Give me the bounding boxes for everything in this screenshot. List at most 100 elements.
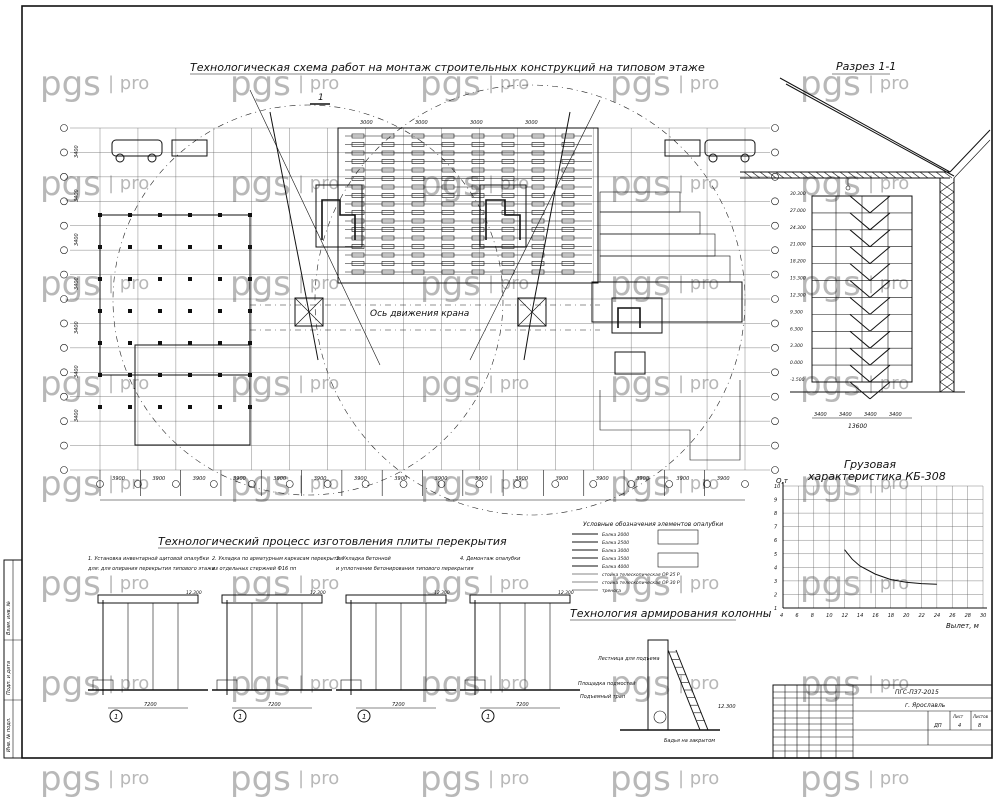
watermark-brand: pgs bbox=[800, 464, 861, 504]
top-dim: 3000 bbox=[415, 120, 428, 126]
watermark-suffix: | pro bbox=[298, 273, 339, 294]
crane-chart-xtick: 24 bbox=[934, 613, 940, 619]
vert-dim: 3400 bbox=[74, 145, 80, 158]
slab-step-title: 2. Укладка по арматурным каркасам перекр… bbox=[212, 556, 343, 562]
watermark-brand: pgs bbox=[40, 464, 101, 504]
watermark-suffix: | pro bbox=[678, 273, 719, 294]
crane-chart-ytick: 5 bbox=[774, 552, 777, 558]
watermark-suffix: | pro bbox=[678, 673, 719, 694]
left-frame-area bbox=[99, 214, 251, 376]
vert-dim: 3400 bbox=[74, 233, 80, 246]
watermark-brand: pgs bbox=[610, 164, 671, 204]
section-level: 21.000 bbox=[790, 242, 806, 248]
plan-bottom-dim: 3900 bbox=[314, 476, 327, 482]
column-level: 12.300 bbox=[718, 704, 736, 710]
watermark-suffix: | pro bbox=[488, 473, 529, 494]
watermark-suffix: | pro bbox=[298, 473, 339, 494]
slab-step-title: 3. Укладка бетонной bbox=[336, 556, 392, 562]
watermark-suffix: | pro bbox=[488, 768, 529, 789]
section-levels: 30.30027.00024.30021.00018.20015.30012.3… bbox=[790, 191, 806, 383]
watermark-suffix: | pro bbox=[488, 173, 529, 194]
plan-bottom-dim: 3900 bbox=[112, 476, 125, 482]
column-label-1: Лестница для подъема bbox=[597, 656, 660, 662]
legend-item: стойка телескопическая ОР 25 Р bbox=[602, 572, 680, 578]
stamp-sheets: 8 bbox=[978, 723, 981, 729]
column-label-2: Площадка подмостей bbox=[578, 681, 636, 687]
plan-bottom-dim: 3900 bbox=[394, 476, 407, 482]
watermark-suffix: | pro bbox=[488, 73, 529, 94]
crane-chart-ytick: 7 bbox=[774, 525, 778, 531]
legend-item: Балка 2500 bbox=[602, 540, 629, 546]
stamp-sheet: 4 bbox=[958, 723, 961, 729]
plan-bottom-dim: 3900 bbox=[556, 476, 569, 482]
crane-chart-xtick: 16 bbox=[872, 613, 878, 619]
watermark-brand: pgs bbox=[800, 564, 861, 604]
watermark-suffix: | pro bbox=[678, 573, 719, 594]
crane-chart-xtick: 22 bbox=[918, 613, 924, 619]
watermark-suffix: | pro bbox=[108, 673, 149, 694]
watermark-brand: pgs bbox=[420, 464, 481, 504]
section-level: 12.300 bbox=[790, 292, 806, 298]
top-dim: 3000 bbox=[360, 120, 373, 126]
side-label-2: Подп. и дата bbox=[6, 661, 12, 695]
slab-step-level: 12.300 bbox=[434, 590, 450, 596]
section-level: 18.200 bbox=[790, 259, 806, 265]
watermark-grid: pgs | pro pgs | pro pgs | pro pgs | pro pgs | pro… bbox=[40, 64, 909, 799]
stamp-sheet-label: Лист bbox=[952, 714, 964, 719]
crane-chart-ytick: 1 bbox=[774, 606, 777, 612]
watermark-suffix: | pro bbox=[678, 473, 719, 494]
crane-chart-xtick: 8 bbox=[811, 613, 814, 619]
plan-title: Технологическая схема работ на монтаж ст… bbox=[190, 61, 705, 74]
vehicle-left bbox=[111, 139, 208, 163]
legend-item: Балка 2000 bbox=[602, 532, 629, 538]
crane-chart-xtick: 6 bbox=[795, 613, 798, 619]
watermark-brand: pgs bbox=[40, 164, 101, 204]
slab-step-axis: 1 bbox=[114, 713, 118, 721]
section-level: 15.300 bbox=[790, 276, 806, 282]
watermark-brand: pgs bbox=[610, 64, 671, 104]
watermark-suffix: | pro bbox=[678, 373, 719, 394]
watermark-suffix: | pro bbox=[108, 173, 149, 194]
crane-chart-title-1: Грузовая bbox=[844, 458, 896, 471]
storage-area bbox=[591, 191, 743, 461]
watermark-brand: pgs bbox=[800, 364, 861, 404]
watermark-brand: pgs bbox=[40, 264, 101, 304]
column-label-4: Бадья на закрытом bbox=[664, 738, 715, 744]
watermark-brand: pgs bbox=[610, 664, 671, 704]
watermark-brand: pgs bbox=[230, 264, 291, 304]
watermark-brand: pgs bbox=[610, 264, 671, 304]
column-diagram bbox=[620, 639, 720, 731]
section-level: -1.500 bbox=[790, 377, 805, 383]
plan-bottom-dim: 3900 bbox=[717, 476, 730, 482]
watermark-brand: pgs bbox=[40, 564, 101, 604]
crane-chart-xtick: 14 bbox=[857, 613, 863, 619]
watermark-suffix: | pro bbox=[488, 673, 529, 694]
stair-block-left bbox=[315, 184, 363, 248]
legend-item: стойка телескопическая ОР 30 Р bbox=[602, 580, 680, 586]
crane-chart-ytick: 2 bbox=[774, 592, 777, 598]
crane-chart-xtick: 28 bbox=[965, 613, 971, 619]
section-level: 30.300 bbox=[790, 191, 806, 197]
section-level: 6.300 bbox=[790, 326, 803, 332]
slab-step-level: 12.300 bbox=[558, 590, 574, 596]
slab-step-dim: 7200 bbox=[516, 702, 529, 708]
section-bottom-dim: 3400 bbox=[889, 412, 902, 418]
section-level: 0.000 bbox=[790, 360, 803, 366]
section-level: 3.300 bbox=[790, 343, 803, 349]
plan-bottom-dim: 3900 bbox=[193, 476, 206, 482]
watermark-brand: pgs bbox=[610, 564, 671, 604]
section-total-dim: 13600 bbox=[848, 423, 867, 430]
watermark-brand: pgs bbox=[420, 264, 481, 304]
side-label-3: Инв. № подл. bbox=[6, 718, 12, 753]
section-level: 27.000 bbox=[790, 208, 806, 214]
crane-chart-xtick: 30 bbox=[980, 613, 986, 619]
watermark-suffix: | pro bbox=[678, 173, 719, 194]
watermark-suffix: | pro bbox=[108, 373, 149, 394]
watermark-suffix: | pro bbox=[108, 273, 149, 294]
slab-step-axis: 1 bbox=[362, 713, 366, 721]
stamp-code: ПГС-ПЗ7-2015 bbox=[895, 689, 939, 696]
crane-chart-xaxis: Вылет, м bbox=[946, 622, 980, 630]
